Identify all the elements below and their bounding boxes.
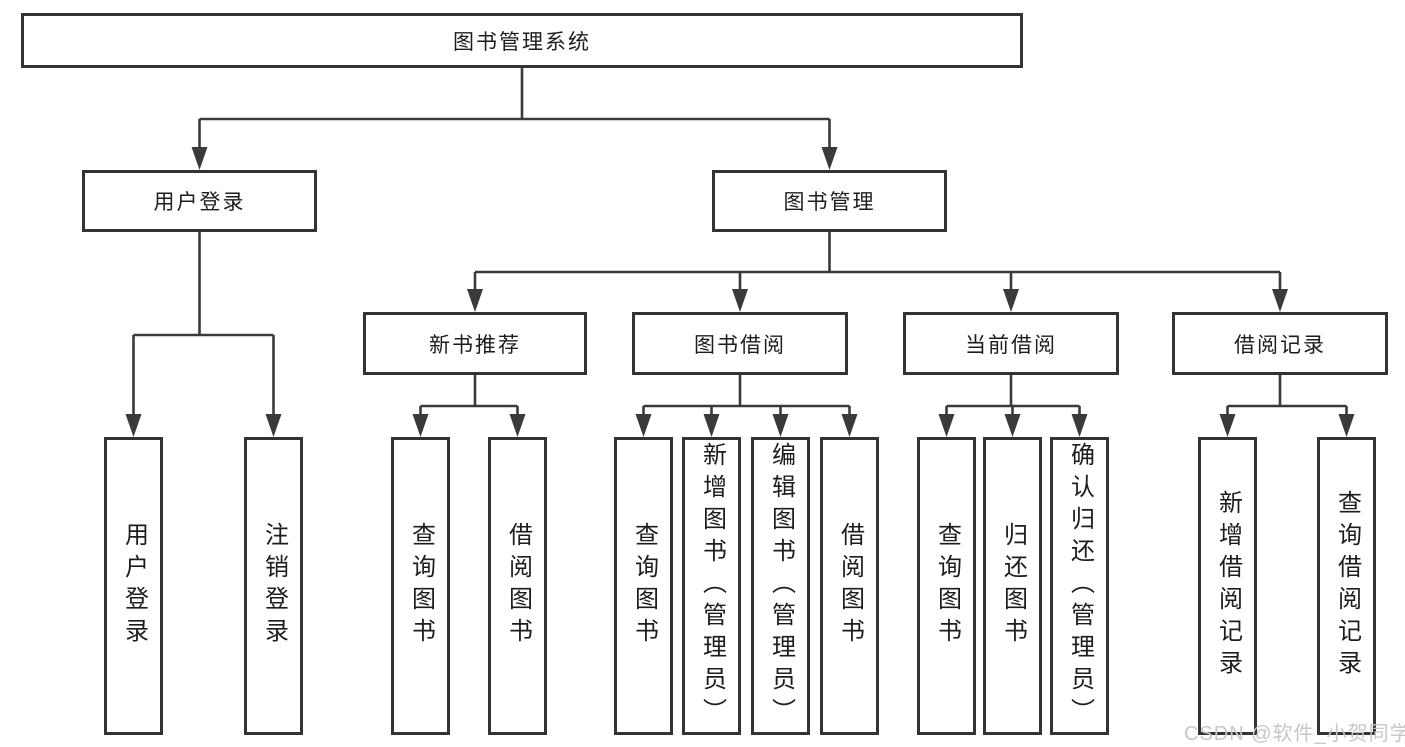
node-label: 图书管理系统 xyxy=(453,30,591,54)
leaf-borrow-edit-books-admin: 编辑图书（管理员） xyxy=(751,437,810,735)
node-label: 查询图书 xyxy=(407,522,435,650)
node-label: 借阅图书 xyxy=(504,522,532,650)
leaf-borrow-query-books: 查询图书 xyxy=(614,437,673,735)
connector-mgmt-to-modules xyxy=(467,232,1288,312)
connector-login-to-leaves xyxy=(125,232,282,437)
node-user-login: 用户登录 xyxy=(82,170,317,232)
leaf-user-login: 用户登录 xyxy=(104,437,163,735)
node-label: 用户登录 xyxy=(120,522,148,650)
node-current-borrow: 当前借阅 xyxy=(903,312,1119,375)
node-label: 图书借阅 xyxy=(694,333,786,357)
leaf-records-query-record: 查询借阅记录 xyxy=(1317,437,1376,735)
node-new-book-recommend: 新书推荐 xyxy=(363,312,587,375)
connector-current-to-leaves xyxy=(938,375,1088,437)
leaf-current-confirm-return-admin: 确认归还（管理员） xyxy=(1050,437,1109,735)
node-book-management: 图书管理 xyxy=(712,170,947,232)
node-label: 归还图书 xyxy=(999,522,1027,650)
node-label: 新增图书（管理员） xyxy=(698,442,726,730)
node-label: 确认归还（管理员） xyxy=(1066,442,1094,730)
connector-records-to-leaves xyxy=(1219,375,1355,437)
connector-newrec-to-leaves xyxy=(412,375,526,437)
node-label: 查询借阅记录 xyxy=(1333,490,1361,682)
node-label: 图书管理 xyxy=(783,191,876,214)
node-label: 新增借阅记录 xyxy=(1214,490,1242,682)
node-label: 编辑图书（管理员） xyxy=(767,442,795,730)
node-label: 借阅图书 xyxy=(836,522,864,650)
connector-root-to-branches xyxy=(191,68,838,170)
node-library-system: 图书管理系统 xyxy=(21,13,1023,68)
leaf-borrow-add-books-admin: 新增图书（管理员） xyxy=(682,437,741,735)
node-label: 当前借阅 xyxy=(965,333,1057,357)
node-label: 查询图书 xyxy=(933,522,961,650)
leaf-newrec-borrow-books: 借阅图书 xyxy=(488,437,547,735)
leaf-borrow-borrow-books: 借阅图书 xyxy=(820,437,879,735)
watermark: CSDN @软件_小贺同学 xyxy=(1184,723,1405,745)
node-label: 用户登录 xyxy=(153,191,246,214)
node-book-borrow: 图书借阅 xyxy=(632,312,848,375)
node-borrow-records: 借阅记录 xyxy=(1172,312,1388,375)
connector-borrow-to-leaves xyxy=(635,375,858,437)
leaf-logout: 注销登录 xyxy=(244,437,303,735)
leaf-newrec-query-books: 查询图书 xyxy=(391,437,450,735)
leaf-current-query-books: 查询图书 xyxy=(917,437,976,735)
node-label: 借阅记录 xyxy=(1234,333,1326,357)
node-label: 新书推荐 xyxy=(429,333,521,357)
node-label: 注销登录 xyxy=(260,522,288,650)
leaf-current-return-books: 归还图书 xyxy=(983,437,1042,735)
node-label: 查询图书 xyxy=(630,522,658,650)
leaf-records-add-record: 新增借阅记录 xyxy=(1198,437,1257,735)
